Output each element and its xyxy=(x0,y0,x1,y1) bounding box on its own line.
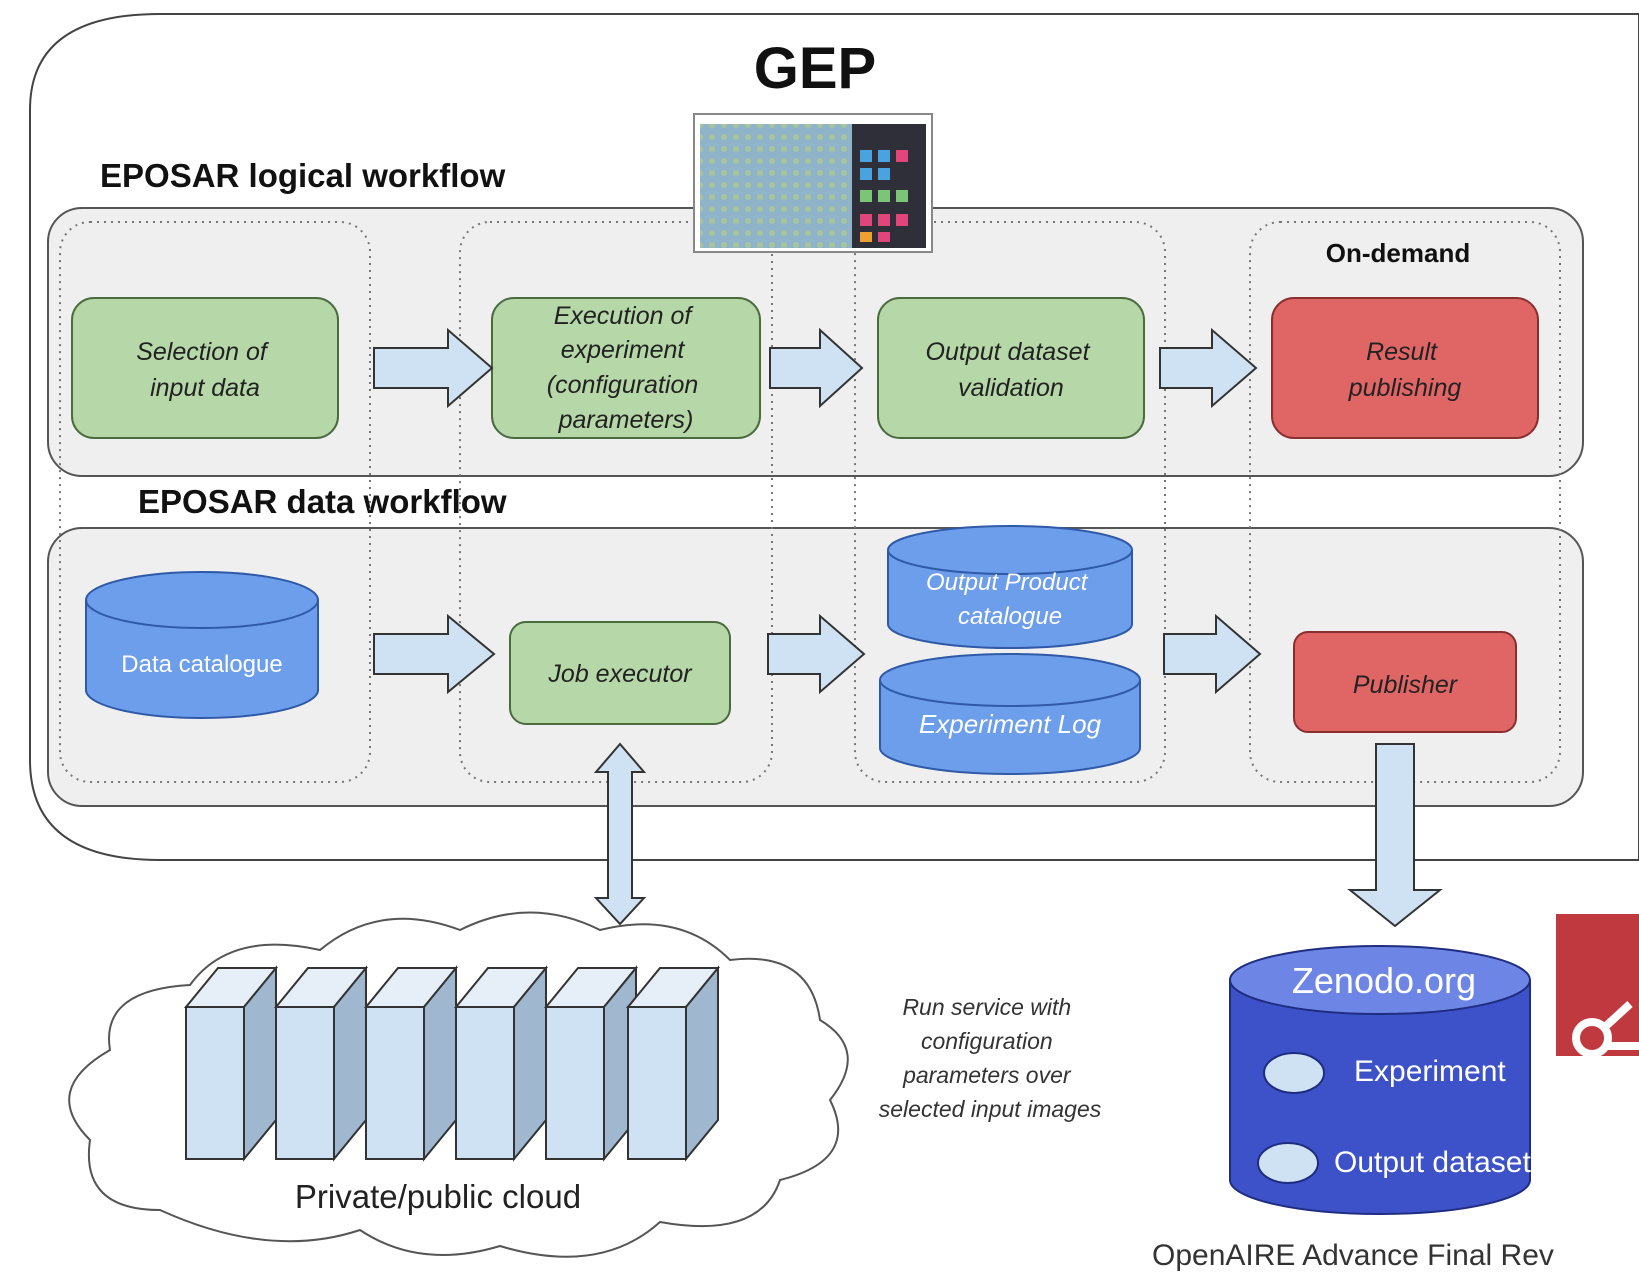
server-icon xyxy=(363,965,459,1162)
gep-title: GEP xyxy=(754,36,877,101)
publisher-label: Publisher xyxy=(1353,671,1459,699)
step-text: experiment xyxy=(561,336,686,364)
arrow-right-icon xyxy=(767,613,866,695)
zenodo-item-experiment: Experiment xyxy=(1354,1055,1506,1088)
data-workflow-heading: EPOSAR data workflow xyxy=(138,483,507,520)
step-output-validation: Output dataset validation xyxy=(877,297,1145,439)
server-icon xyxy=(273,965,369,1162)
zenodo-item-bullet xyxy=(1257,1142,1319,1184)
step-result-publishing: Result publishing xyxy=(1271,297,1539,439)
step-text: publishing xyxy=(1348,374,1462,402)
svg-text:Selection of input data: Selection of input data xyxy=(136,338,274,402)
job-executor-box: Job executor xyxy=(509,621,731,725)
job-executor-label: Job executor xyxy=(547,660,693,688)
svg-text:Output Product catalogue: Output Product catalogue xyxy=(926,569,1094,630)
cloud-note-line: selected input images xyxy=(879,1096,1102,1122)
on-demand-label: On-demand xyxy=(1326,238,1470,268)
arrow-down-icon xyxy=(1347,743,1443,928)
openaire-logo xyxy=(1556,914,1639,1058)
svg-text:Execution of experiment: Execution of experiment (configuration p… xyxy=(547,302,705,434)
step-text: Result xyxy=(1366,338,1438,366)
step-text: input data xyxy=(150,374,260,402)
step-text: validation xyxy=(958,374,1064,402)
arrow-right-icon xyxy=(373,613,496,695)
arrow-right-icon xyxy=(769,327,864,409)
step-text: Output dataset xyxy=(926,338,1091,366)
experiment-log-label: Experiment Log xyxy=(919,709,1102,739)
zenodo-item-output-dataset: Output dataset xyxy=(1334,1146,1531,1179)
cloud-note-line: configuration xyxy=(921,1028,1053,1054)
zenodo-cylinder: Zenodo.org Experiment Output dataset xyxy=(1229,945,1531,1215)
column-selection xyxy=(59,221,371,783)
column-on-demand xyxy=(1249,221,1561,783)
step-text: Selection of xyxy=(136,338,270,366)
output-product-catalogue-cylinder: Output Product catalogue xyxy=(887,525,1133,649)
footer-text: OpenAIRE Advance Final Rev xyxy=(1152,1239,1554,1272)
step-text: (configuration xyxy=(547,371,698,399)
svg-text:Result publishing: Result publishing xyxy=(1348,338,1462,402)
cloud-note-line: parameters over xyxy=(902,1062,1072,1088)
data-catalogue-cylinder: Data catalogue xyxy=(85,571,319,719)
experiment-log-cylinder: Experiment Log xyxy=(879,653,1141,775)
column-validation xyxy=(854,221,1166,783)
arrow-right-icon xyxy=(1159,327,1258,409)
svg-text:Output dataset validatio: Output dataset validation xyxy=(926,338,1097,402)
step-selection-input-data: Selection of input data xyxy=(71,297,339,439)
gep-portal-thumbnail xyxy=(693,113,933,253)
server-icon xyxy=(183,965,279,1162)
server-icon xyxy=(625,965,721,1162)
server-icon xyxy=(543,965,639,1162)
server-icon xyxy=(453,965,549,1162)
server-stack xyxy=(183,965,721,1162)
arrow-right-icon xyxy=(1163,613,1262,695)
double-arrow-icon xyxy=(593,742,647,926)
step-text: Execution of xyxy=(554,302,695,330)
svg-text:Run service with configura: Run service with configuration parameter… xyxy=(879,994,1102,1122)
output-catalogue-text: Output Product xyxy=(926,569,1089,596)
cloud-note-line: Run service with xyxy=(902,994,1071,1020)
data-catalogue-label: Data catalogue xyxy=(121,651,282,678)
zenodo-name: Zenodo.org xyxy=(1292,960,1476,1001)
zenodo-item-bullet xyxy=(1263,1052,1325,1094)
output-catalogue-text: catalogue xyxy=(958,603,1062,630)
publisher-box: Publisher xyxy=(1293,631,1517,733)
cloud-label: Private/public cloud xyxy=(295,1178,581,1215)
logical-workflow-heading: EPOSAR logical workflow xyxy=(100,157,506,194)
arrow-right-icon xyxy=(373,327,494,409)
column-execution xyxy=(459,221,773,783)
step-execution-experiment: Execution of experiment (configuration p… xyxy=(491,297,761,439)
step-text: parameters) xyxy=(558,406,694,434)
